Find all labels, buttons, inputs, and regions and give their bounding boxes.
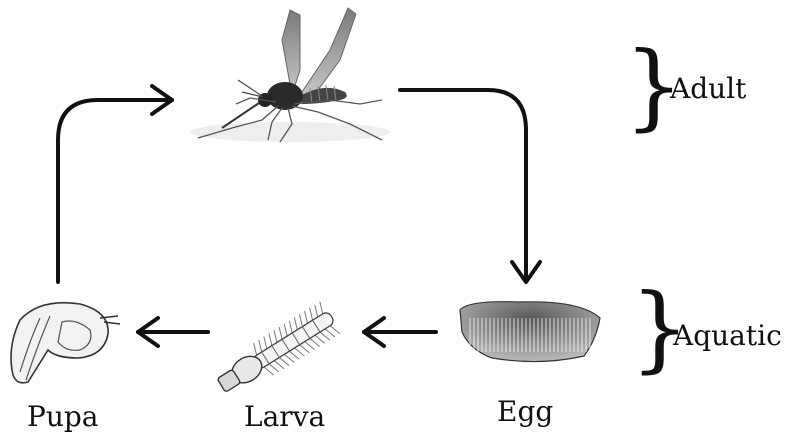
pupa-illustration xyxy=(11,303,120,383)
larva-label: Larva xyxy=(244,403,325,431)
aquatic-group-label: Aquatic xyxy=(673,322,782,350)
larva-illustration xyxy=(211,300,341,401)
egg-raft-illustration xyxy=(460,302,600,362)
arrow-adult-to-egg xyxy=(400,90,526,280)
adult-mosquito-illustration xyxy=(190,8,390,142)
pupa-label: Pupa xyxy=(27,403,99,431)
egg-label: Egg xyxy=(497,398,553,426)
arrow-pupa-to-adult xyxy=(58,100,172,282)
adult-group-label: Adult xyxy=(670,75,746,103)
